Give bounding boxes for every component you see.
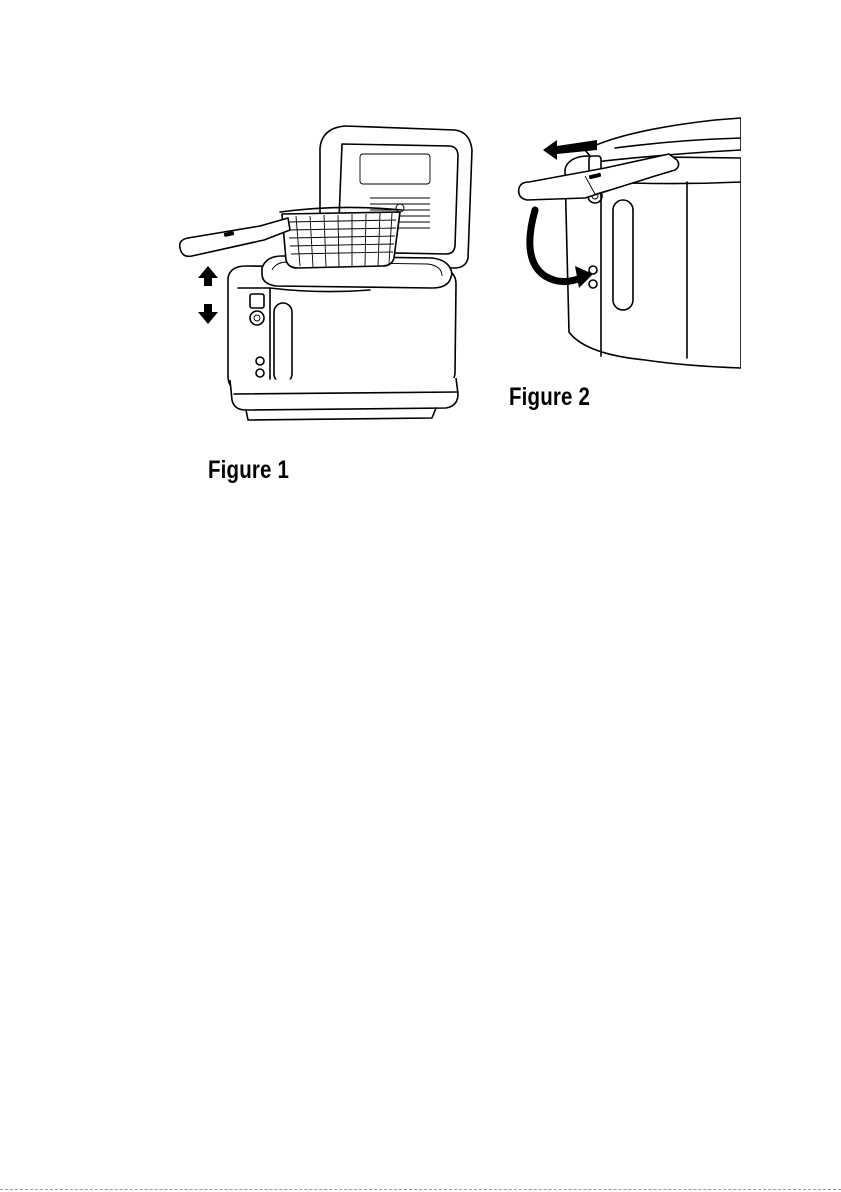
figure-1-caption: Figure 1 [208, 456, 289, 485]
basket-handle-hook-illustration [505, 110, 741, 372]
figure-2-caption: Figure 2 [509, 383, 590, 412]
arrow-up-icon [198, 266, 218, 286]
fryer-open-lid-illustration [170, 118, 480, 448]
arrow-down-icon [198, 304, 218, 324]
page-bottom-rule [0, 1189, 841, 1190]
